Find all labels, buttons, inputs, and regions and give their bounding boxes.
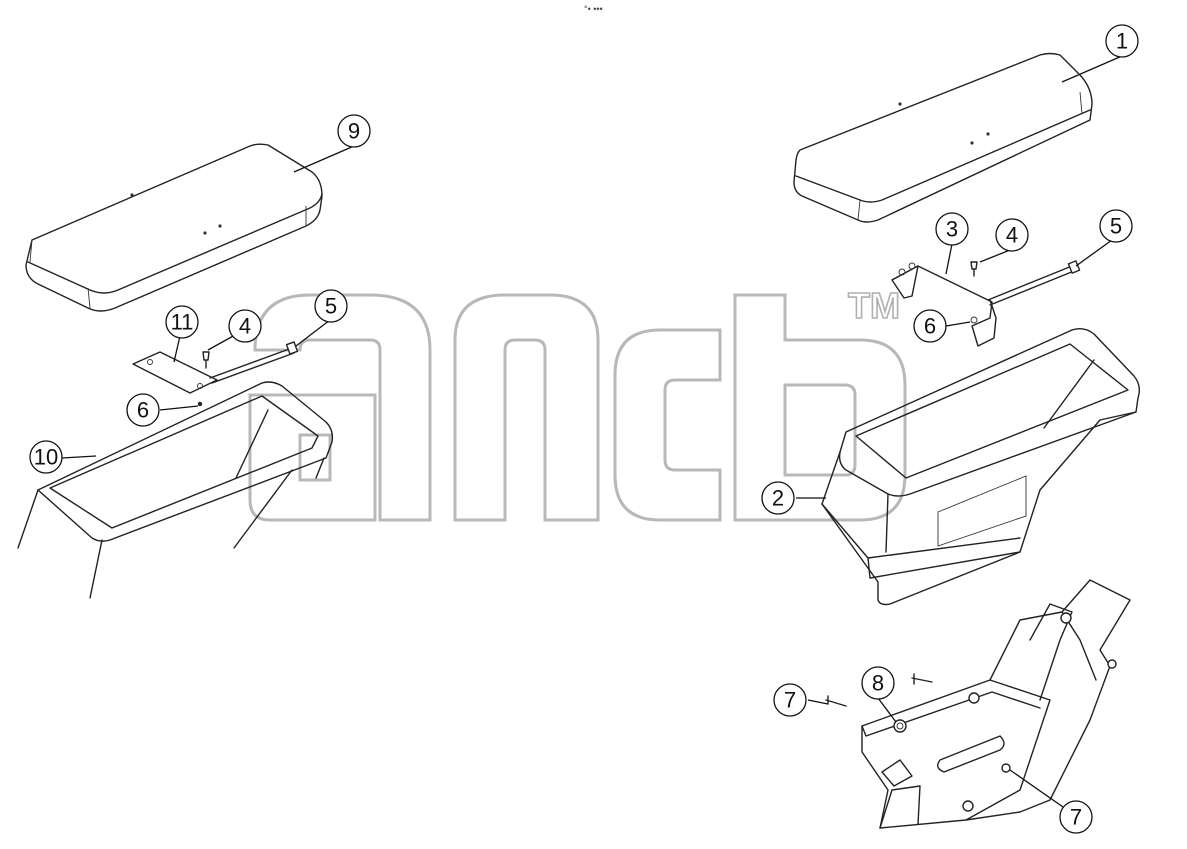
svg-text:7: 7	[1070, 805, 1082, 830]
part-5-rod-right	[987, 260, 1081, 306]
svg-text:1: 1	[1116, 29, 1128, 54]
svg-text:9: 9	[348, 119, 360, 144]
header-mark: °• •••	[584, 4, 603, 14]
callout-6-right: 6	[913, 309, 947, 343]
part-11-plate-left	[132, 351, 218, 394]
part-3-bracket-right	[891, 262, 997, 347]
part-2-hopper-right	[821, 327, 1141, 606]
callout-2: 2	[761, 481, 795, 515]
svg-text:5: 5	[1110, 214, 1122, 239]
callout-10: 10	[29, 440, 63, 474]
callout-8: 8	[861, 666, 895, 700]
part-4-screw-right	[970, 261, 978, 277]
part-10-hopper-frame-left	[17, 381, 334, 599]
svg-text:4: 4	[1006, 223, 1018, 248]
callout-5-right: 5	[1099, 209, 1133, 243]
svg-text:6: 6	[137, 398, 149, 423]
leader-lines	[61, 55, 1123, 817]
callout-3: 3	[935, 212, 969, 246]
agitator-assembly	[825, 579, 1131, 829]
watermark-tm: TM	[848, 285, 900, 326]
svg-text:5: 5	[325, 294, 337, 319]
callout-1: 1	[1105, 24, 1139, 58]
part-9-lid-left	[25, 143, 323, 312]
svg-text:8: 8	[872, 671, 884, 696]
callout-6-left: 6	[126, 393, 160, 427]
svg-text:11: 11	[171, 310, 194, 335]
callout-9: 9	[337, 114, 371, 148]
callout-4-left: 4	[228, 309, 262, 343]
part-4-screw-left	[202, 351, 210, 369]
callout-4-right: 4	[995, 218, 1029, 252]
part-1-lid-right	[793, 52, 1093, 223]
svg-text:4: 4	[239, 314, 251, 339]
part-6-nut-left	[197, 401, 203, 407]
svg-text:10: 10	[34, 445, 58, 470]
svg-text:7: 7	[784, 688, 796, 713]
svg-text:3: 3	[946, 217, 958, 242]
watermark-logo: TM	[248, 284, 907, 522]
part-5-rod-left	[209, 341, 299, 384]
callout-7-bottom: 7	[1059, 800, 1093, 834]
callout-5-left: 5	[314, 289, 348, 323]
svg-text:2: 2	[772, 486, 784, 511]
svg-text:6: 6	[924, 314, 936, 339]
callout-7-left-bolt: 7	[773, 683, 807, 717]
callout-11: 11	[165, 305, 199, 339]
